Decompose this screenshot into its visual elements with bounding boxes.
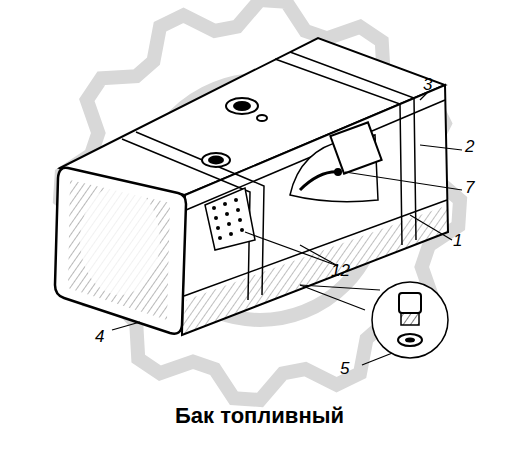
tank-side <box>182 85 448 335</box>
tank-end-face <box>55 168 186 334</box>
drain-plug <box>399 293 421 313</box>
callout-number: 3 <box>423 76 432 93</box>
callout-number: 7 <box>465 179 474 196</box>
leader-line <box>112 93 462 365</box>
filler-neck <box>202 98 267 167</box>
detail-inset <box>372 282 448 358</box>
figure-caption: Бак топливный <box>175 403 344 429</box>
callout-number: 5 <box>340 360 349 377</box>
callout-number: 1 <box>453 232 462 249</box>
baffle <box>205 188 255 250</box>
fuel-intake <box>330 122 381 173</box>
callout-number: 2 <box>465 138 474 155</box>
watermark-gear <box>60 0 460 400</box>
end-face-shading <box>68 180 170 320</box>
callout-number: 12 <box>331 262 350 279</box>
callout-number: 4 <box>95 328 104 345</box>
